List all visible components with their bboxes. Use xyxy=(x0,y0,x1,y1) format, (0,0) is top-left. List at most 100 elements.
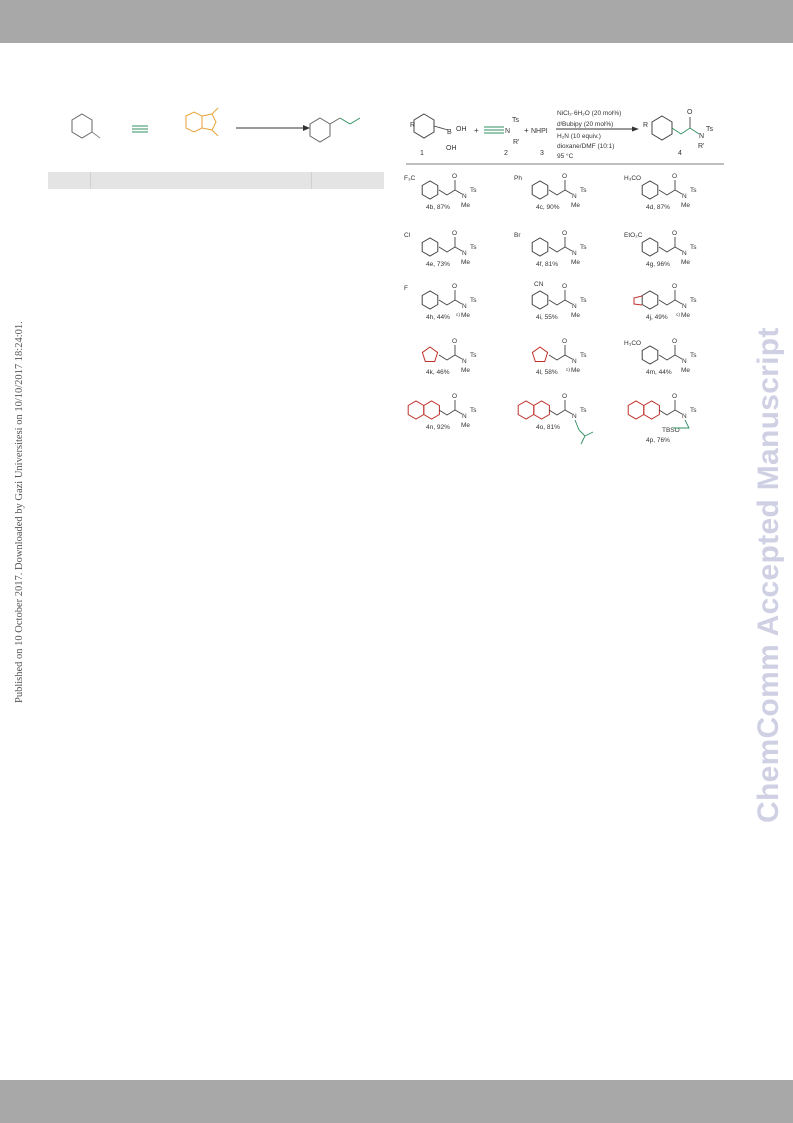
amide-bond xyxy=(454,246,463,252)
condition-line: dioxane/DMF (10:1) xyxy=(557,143,614,150)
ts-label: Ts xyxy=(706,126,714,133)
n-label: N xyxy=(682,413,687,420)
substituent-label: CN xyxy=(534,281,544,288)
substituent-label: EtO₂C xyxy=(624,232,643,239)
oxygen-label: O xyxy=(562,230,567,237)
ts-label: Ts xyxy=(690,352,697,359)
plus-sign: + xyxy=(474,126,479,135)
n-label: N xyxy=(462,250,467,257)
n-label: N xyxy=(462,413,467,420)
methyl-label: Me xyxy=(461,367,470,374)
compound-yield-label: 4c, 90% xyxy=(536,204,560,211)
n-label: N xyxy=(572,193,577,200)
compound-yield-label: 4n, 92% xyxy=(426,424,450,431)
oxygen-label: O xyxy=(672,393,677,400)
chain-bond xyxy=(548,409,566,416)
aryl-ring xyxy=(641,345,659,365)
compound-number: 4 xyxy=(678,150,682,157)
heteroaryl-ring xyxy=(531,346,549,362)
ts-label: Ts xyxy=(580,352,587,359)
benzene-ring xyxy=(309,117,331,143)
substituent-label: H₃CO xyxy=(624,175,641,182)
amide-bond xyxy=(564,246,573,252)
amide-bond xyxy=(454,409,463,415)
carbonyl-bond xyxy=(211,129,219,137)
chain-bond xyxy=(438,189,456,196)
amide-bond xyxy=(674,409,683,415)
naphthyl-ring xyxy=(423,400,440,420)
aryl-ring xyxy=(651,115,673,141)
condition-line: H₂N (10 equiv.) xyxy=(557,133,601,140)
aryl-ring xyxy=(641,290,659,310)
oxygen-label: O xyxy=(672,230,677,237)
footnote-marker: c) xyxy=(676,312,680,318)
methyl-label: Me xyxy=(461,312,470,319)
methyl-label: Me xyxy=(681,202,690,209)
amide-bond xyxy=(674,354,683,360)
reaction-scheme-graphic: R B OH OH + N Ts R' + NHPI 1 2 3 NiCl₂·6… xyxy=(404,109,724,445)
dioxole-ring xyxy=(633,295,643,306)
ts-label: Ts xyxy=(470,407,477,414)
amide-bond xyxy=(674,246,683,252)
n-label: N xyxy=(572,413,577,420)
chain-bond xyxy=(671,127,700,135)
chain-bond xyxy=(658,409,676,416)
chain-bond xyxy=(438,409,456,416)
bond xyxy=(91,131,101,139)
compound-number: 1 xyxy=(420,150,424,157)
isobutyl-chain xyxy=(574,419,586,445)
amide-bond xyxy=(564,299,573,305)
n-label: N xyxy=(572,303,577,310)
ts-label: Ts xyxy=(690,244,697,251)
heteroaryl-ring xyxy=(421,346,439,362)
aryl-ring xyxy=(531,237,549,257)
ts-label: Ts xyxy=(470,352,477,359)
accepted-manuscript-watermark: ChemComm Accepted Manuscript xyxy=(752,327,785,823)
ts-label: Ts xyxy=(580,187,587,194)
oxygen-label: O xyxy=(562,173,567,180)
r-label: R xyxy=(643,122,648,129)
arrow-head xyxy=(303,125,310,131)
amide-bond xyxy=(454,354,463,360)
methyl-label: Me xyxy=(571,202,580,209)
amide-bond xyxy=(454,299,463,305)
compound-yield-label: 4e, 73% xyxy=(426,261,450,268)
oxygen-label: O xyxy=(452,338,457,345)
amide-bond xyxy=(454,189,463,195)
reaction-scheme: R B OH OH + N Ts R' + NHPI 1 2 3 NiCl₂·6… xyxy=(400,100,730,460)
footnote-marker: c) xyxy=(566,367,570,373)
methyl-label: Me xyxy=(461,259,470,266)
table-header-cell xyxy=(48,172,91,189)
isobutyl-chain xyxy=(584,431,594,437)
amide-bond xyxy=(674,189,683,195)
compound-yield-label: 4m, 44% xyxy=(646,369,672,376)
carbonyl-bond xyxy=(211,107,219,115)
n-label: N xyxy=(462,358,467,365)
nhpi-label: NHPI xyxy=(531,128,548,135)
oxygen-label: O xyxy=(562,283,567,290)
methyl-label: Me xyxy=(571,259,580,266)
condition-line: dᵗBubipy (20 mol%) xyxy=(557,121,613,128)
table-header-cell xyxy=(311,172,383,189)
chain-bond xyxy=(658,354,676,361)
left-scheme xyxy=(48,100,388,190)
n-label: N xyxy=(572,250,577,257)
ts-label: Ts xyxy=(580,297,587,304)
n-label: N xyxy=(682,250,687,257)
aryl-ring xyxy=(421,237,439,257)
substituent-label: F xyxy=(404,285,408,292)
chain-bond xyxy=(658,299,676,306)
arrow-head xyxy=(632,126,639,132)
phthalimide-ring xyxy=(185,111,203,133)
amide-bond xyxy=(564,189,573,195)
compound-number: 2 xyxy=(504,150,508,157)
oxygen-label: O xyxy=(672,283,677,290)
compound-yield-label: 4j, 49% xyxy=(646,314,668,321)
bond xyxy=(349,117,361,125)
condition-line: NiCl₂·6H₂O (20 mol%) xyxy=(557,110,621,117)
oxygen-label: O xyxy=(452,283,457,290)
ts-label: Ts xyxy=(580,244,587,251)
n-label: N xyxy=(505,128,510,135)
aryl-ring xyxy=(413,113,435,139)
